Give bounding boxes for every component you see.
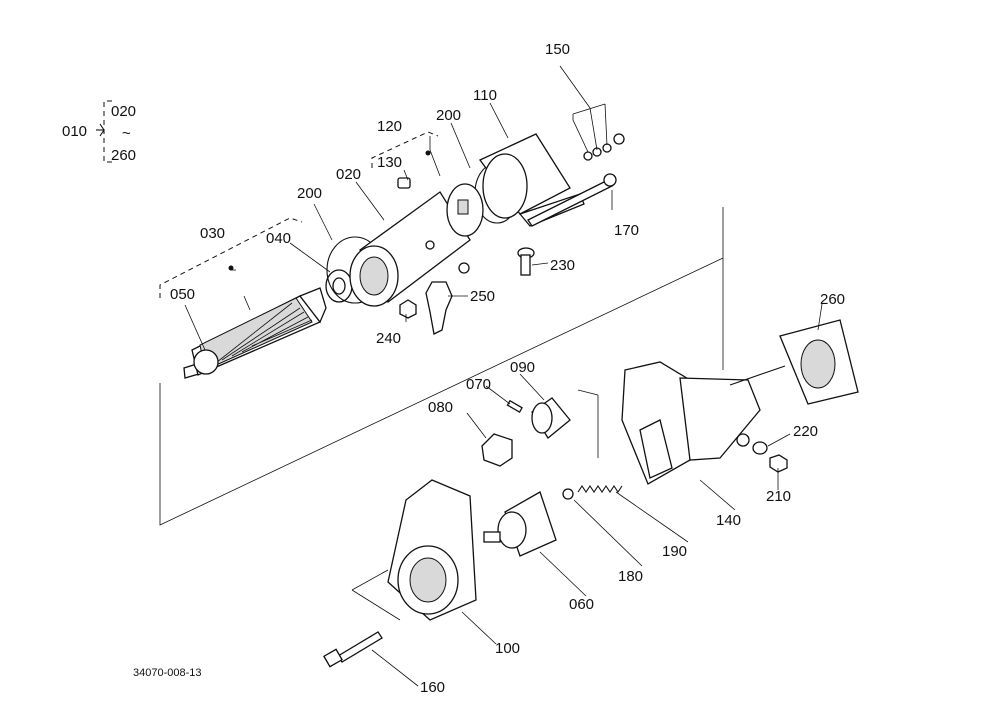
drive-end-frame [351, 479, 477, 621]
assembly-range-end: 260 [111, 147, 136, 164]
callout-150: 150 [545, 41, 570, 58]
callout-140: 140 [716, 512, 741, 529]
pin [506, 399, 523, 413]
callout-190: 190 [662, 543, 687, 560]
through-bolt-head [603, 173, 617, 187]
callout-130: 130 [377, 154, 402, 171]
brush-holder [446, 183, 484, 274]
rear-cover [479, 133, 585, 227]
bearing [325, 269, 353, 303]
assembly-range-sep: ~ [122, 125, 131, 142]
bracket-120 [371, 131, 439, 168]
washer-220 [752, 441, 768, 455]
callout-200-front: 200 [297, 185, 322, 202]
callout-070: 070 [466, 376, 491, 393]
callout-220: 220 [793, 423, 818, 440]
callout-080: 080 [428, 399, 453, 416]
callout-250: 250 [470, 288, 495, 305]
idle-gear [531, 397, 571, 439]
callout-160: 160 [420, 679, 445, 696]
connector-lines [159, 207, 724, 526]
screw [517, 247, 535, 276]
bracket-030 [159, 217, 303, 298]
callout-090: 090 [510, 359, 535, 376]
callout-030: 030 [200, 225, 225, 242]
callout-230: 230 [550, 257, 575, 274]
callout-200-rear: 200 [436, 107, 461, 124]
callout-110: 110 [473, 87, 497, 104]
drawing-code: 34070-008-13 [133, 667, 202, 679]
retainer [481, 433, 513, 467]
callout-210: 210 [766, 488, 791, 505]
bracket [425, 281, 453, 335]
nut-240 [399, 299, 417, 319]
steel-ball [562, 488, 574, 500]
leader-lines [184, 102, 823, 687]
callout-260: 260 [820, 291, 845, 308]
nut-210 [769, 454, 788, 473]
callout-040: 040 [266, 230, 291, 247]
armature [183, 287, 327, 379]
long-bolt [323, 631, 383, 668]
assembly-id: 010 [62, 123, 87, 140]
callout-120: 120 [377, 118, 402, 135]
dot-120 [425, 150, 431, 156]
spring [577, 485, 623, 493]
callout-020: 020 [336, 166, 361, 183]
callout-050: 050 [170, 286, 195, 303]
callout-100: 100 [495, 640, 520, 657]
washers [559, 65, 625, 161]
gasket [779, 319, 859, 405]
assembly-range-start: 020 [111, 103, 136, 120]
callout-240: 240 [376, 330, 401, 347]
callout-180: 180 [618, 568, 643, 585]
overrunning-clutch [483, 491, 557, 557]
clip [397, 177, 411, 189]
callout-170: 170 [614, 222, 639, 239]
assembly-bracket [96, 100, 112, 163]
solenoid [621, 361, 786, 485]
yoke [349, 191, 471, 307]
dot-030 [228, 265, 234, 271]
callout-060: 060 [569, 596, 594, 613]
